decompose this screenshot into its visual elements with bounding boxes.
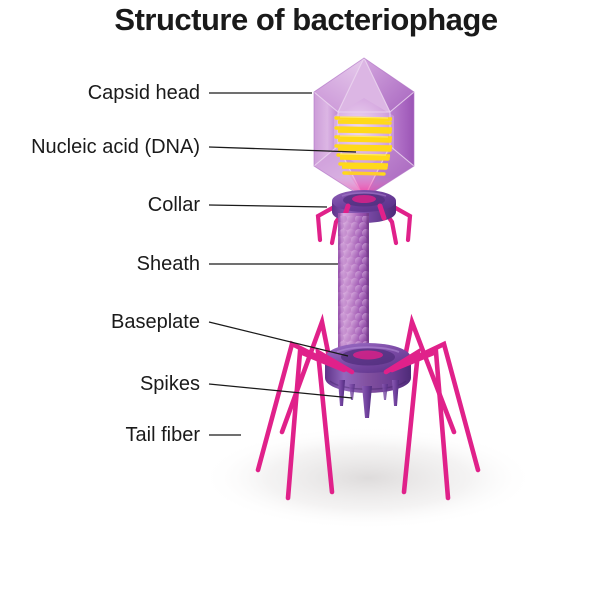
spikes bbox=[338, 380, 399, 418]
leader-baseplate bbox=[208, 321, 349, 357]
label-nucleic-acid: Nucleic acid (DNA) bbox=[31, 136, 200, 158]
label-tail-fiber: Tail fiber bbox=[125, 424, 200, 446]
ground-shadow bbox=[200, 426, 536, 530]
label-baseplate: Baseplate bbox=[111, 311, 200, 333]
leader-nucleic-acid bbox=[208, 146, 357, 153]
label-capsid-head: Capsid head bbox=[87, 82, 200, 104]
label-spikes: Spikes bbox=[139, 373, 200, 395]
leader-lines bbox=[208, 92, 357, 436]
page-title: Structure of bacteriophage bbox=[114, 2, 498, 37]
label-collar: Collar bbox=[147, 194, 200, 216]
leader-spikes bbox=[208, 383, 353, 399]
tail-fibers-front bbox=[255, 340, 481, 501]
leader-collar bbox=[208, 204, 328, 208]
label-sheath: Sheath bbox=[136, 253, 200, 275]
